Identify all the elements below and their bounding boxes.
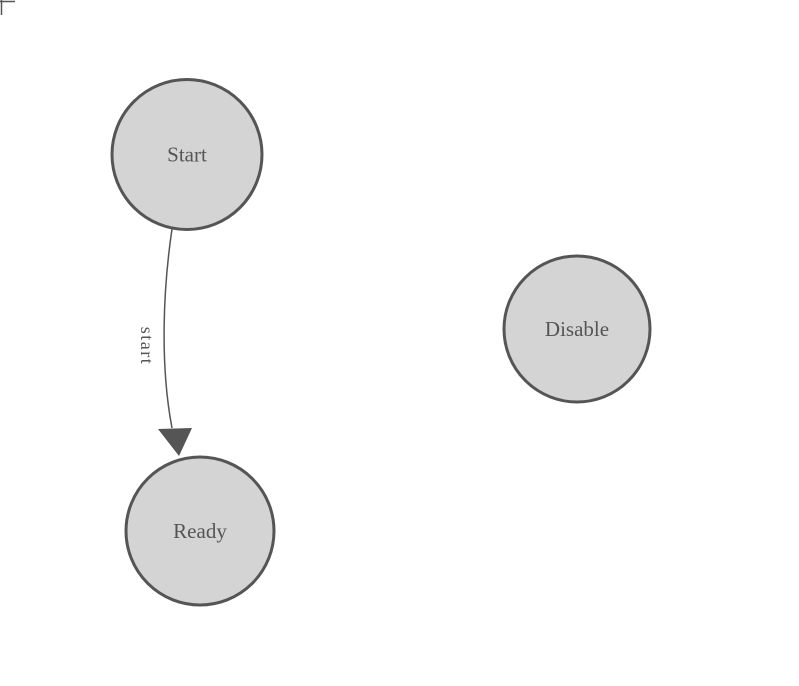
state-node-ready-circle[interactable]: [124, 455, 276, 607]
state-node-start[interactable]: Start: [110, 78, 264, 231]
edge-arrowhead-icon: [158, 428, 192, 456]
state-node-start-circle[interactable]: [110, 78, 264, 231]
transition-edge-start-to-ready[interactable]: start: [137, 228, 192, 456]
canvas-origin-mark: [0, 0, 15, 15]
state-node-disable[interactable]: Disable: [502, 254, 652, 404]
edge-line[interactable]: [163, 228, 173, 429]
state-node-ready[interactable]: Ready: [124, 455, 276, 607]
edge-label: start: [137, 327, 157, 366]
state-node-disable-circle[interactable]: [502, 254, 652, 404]
